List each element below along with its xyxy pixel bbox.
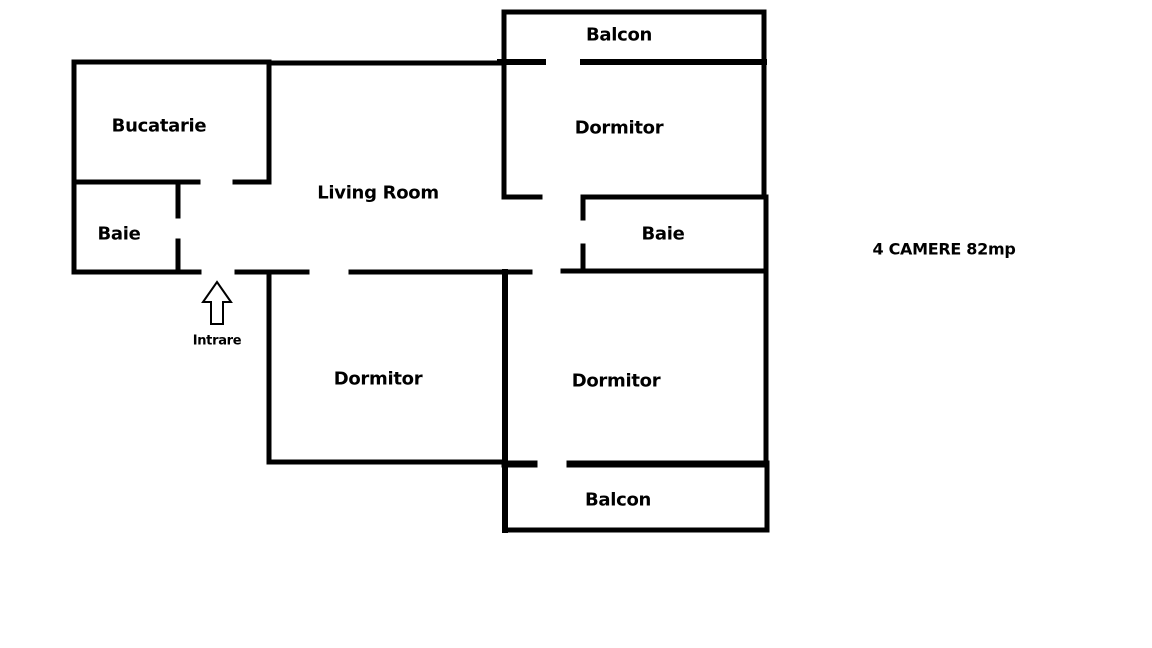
room-label-dormitor-bottom-right: Dormitor	[571, 370, 661, 392]
wall-living-bottom	[234, 268, 769, 275]
room-label-balcon-bottom: Balcon	[584, 489, 652, 511]
wall-baie-right	[580, 194, 769, 274]
room-label-baie-left: Baie	[97, 223, 141, 245]
room-label-living: Living Room	[317, 182, 439, 204]
room-label-dormitor-top-right: Dormitor	[574, 117, 664, 139]
wall-balcon-top	[497, 9, 767, 199]
wall-dormitor-bottom-right	[501, 268, 770, 533]
plan-summary: 4 CAMERE 82mp	[872, 239, 1016, 259]
wall-balcon-bottom	[502, 463, 770, 533]
room-label-baie-right: Baie	[641, 223, 685, 245]
entrance-label: Intrare	[192, 333, 242, 349]
wall-dormitor-bottom-left	[266, 271, 507, 465]
arrow-up-icon	[201, 280, 233, 325]
room-label-balcon-top: Balcon	[585, 24, 653, 46]
room-label-dormitor-bottom-left: Dormitor	[333, 368, 423, 390]
room-label-bucatarie: Bucatarie	[111, 115, 207, 137]
wall-dormitor-top-right	[501, 59, 769, 200]
wall-baie-left	[71, 181, 202, 275]
